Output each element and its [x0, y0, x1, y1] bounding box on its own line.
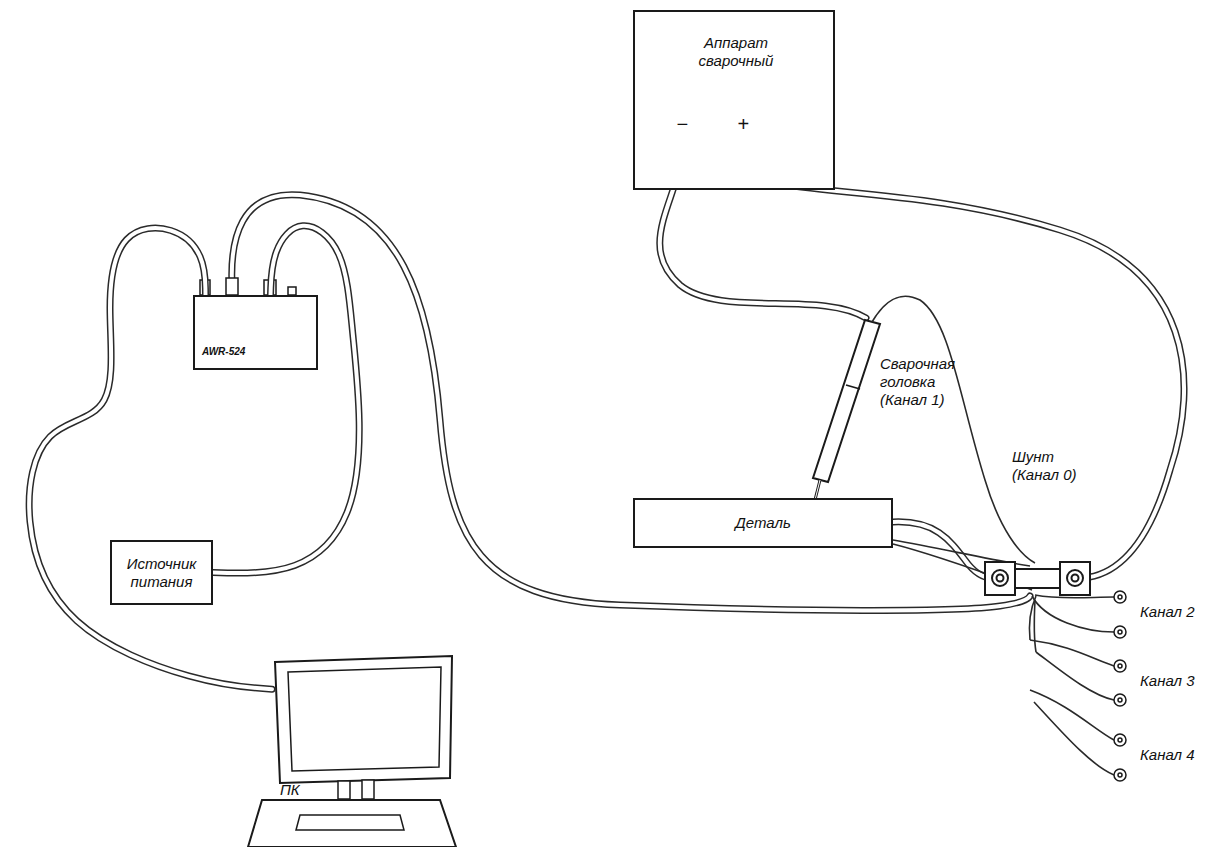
connector-plug: [200, 278, 296, 295]
terminal-sign: +: [733, 112, 753, 136]
sense-wire: [872, 296, 1035, 563]
terminal: [1114, 591, 1126, 781]
welder-box: Аппарат сварочный − +: [633, 10, 835, 190]
terminal-sign: −: [672, 112, 692, 136]
node-title: Источник питания: [122, 555, 202, 591]
torch-label: Сварочная головка (Канал 1): [880, 355, 972, 409]
logger-device: AWR-524: [193, 295, 318, 370]
shunt-symbol: [985, 562, 1090, 595]
welding-torch: [810, 320, 880, 520]
channel-label: Канал 3: [1140, 672, 1212, 690]
computer: [248, 656, 456, 847]
node-title: Деталь: [735, 514, 791, 532]
computer-node: ПК: [272, 655, 457, 845]
shunt-label: Шунт (Канал 0): [1012, 448, 1090, 484]
channel-label: Канал 4: [1140, 746, 1212, 764]
node-title: ПК: [280, 781, 310, 799]
device-panel: [193, 295, 318, 370]
channel-label: Канал 2: [1140, 603, 1212, 621]
node-title: Аппарат сварочный: [686, 34, 786, 70]
node-title: AWR-524: [202, 346, 262, 358]
workpiece-box: Деталь: [633, 498, 893, 548]
cable-core: [213, 226, 359, 573]
cable-connector: [213, 226, 359, 573]
power-supply-box: Источник питания: [110, 540, 213, 605]
channel-wires: [1029, 595, 1114, 775]
